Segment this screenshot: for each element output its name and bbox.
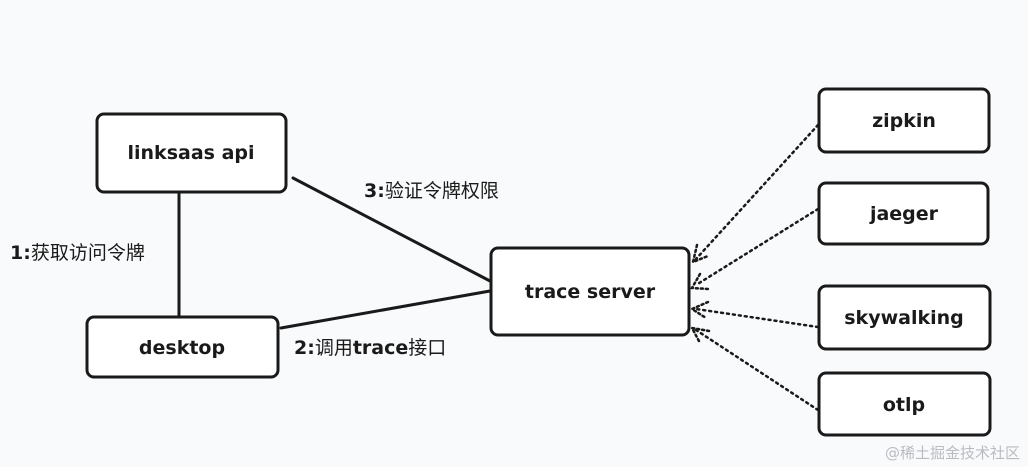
node-trace-server: trace server: [489, 246, 691, 337]
edge-label-step1: 1:获取访问令牌: [10, 242, 145, 264]
edge-otlp-trace: [694, 328, 820, 412]
node-label: skywalking: [844, 307, 964, 329]
edge-jaeger-trace: [694, 207, 820, 287]
node-label: desktop: [139, 337, 225, 359]
arrowhead-otlp: [689, 326, 711, 345]
arrowhead-jaeger: [689, 272, 710, 291]
node-label: trace server: [525, 281, 656, 303]
edge-skywalking-trace: [694, 307, 820, 329]
edge-label-step3: 3:验证令牌权限: [364, 180, 499, 202]
node-jaeger: jaeger: [817, 181, 990, 246]
node-label: jaeger: [869, 203, 939, 225]
node-desktop: desktop: [85, 315, 280, 379]
step-text: 验证令牌权限: [385, 180, 499, 202]
node-zipkin: zipkin: [817, 87, 991, 154]
edge-desktop-trace: [279, 289, 492, 330]
node-linksaas-api: linksaas api: [95, 112, 288, 194]
step-text: 接口: [408, 337, 446, 359]
step-number: 2:: [294, 337, 315, 359]
arrowhead-skywalking: [689, 300, 710, 320]
watermark: @稀土掘金技术社区: [884, 444, 1020, 462]
node-label: otlp: [883, 394, 925, 416]
step-number: 3:: [364, 180, 385, 202]
step-text: 获取访问令牌: [31, 242, 145, 264]
node-otlp: otlp: [817, 371, 992, 437]
node-label: zipkin: [872, 110, 936, 132]
arrowhead-zipkin: [691, 243, 710, 265]
edge-label-step2: 2:调用trace接口: [294, 337, 446, 359]
step-text: 调用: [315, 337, 353, 359]
edge-zipkin-trace: [694, 123, 820, 261]
step-text-bold: trace: [353, 337, 408, 359]
node-label: linksaas api: [128, 142, 255, 164]
step-number: 1:: [10, 242, 31, 264]
edge-api-trace: [291, 176, 492, 283]
node-skywalking: skywalking: [817, 284, 992, 351]
